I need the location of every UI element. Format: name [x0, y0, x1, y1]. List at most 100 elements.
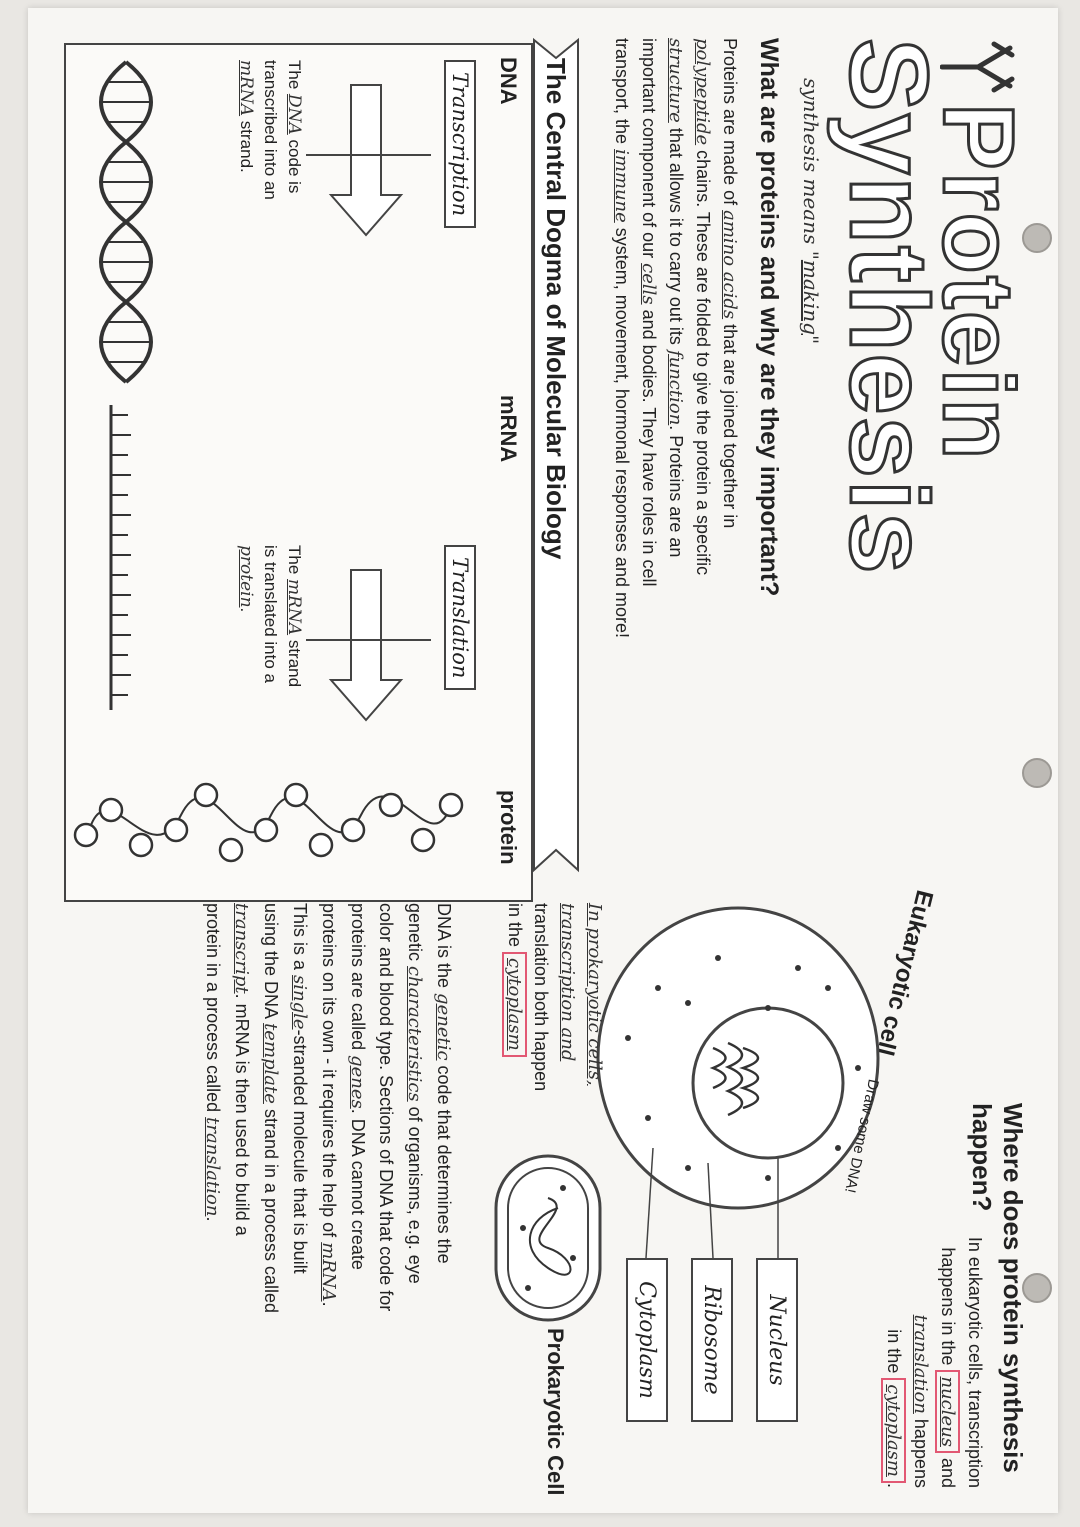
text-line: DNA is the genetic code that determines …	[429, 903, 458, 1483]
punch-hole	[1022, 758, 1052, 788]
text-line: protein in a process called translation.	[198, 903, 227, 1483]
q1-line: important component of our cells and bod…	[635, 38, 662, 858]
cytoplasm-label: Cytoplasm	[626, 1258, 668, 1422]
fill-blank: transcript	[231, 903, 252, 994]
fill-blank: function	[665, 349, 686, 426]
text-line: genetic characteristics of organisms, e.…	[400, 903, 429, 1483]
fill-blank: genetic	[433, 993, 454, 1061]
fill-blank: mRNA	[236, 60, 256, 117]
text-segment: using the DNA	[261, 903, 281, 1024]
text-segment: The	[285, 545, 304, 580]
fill-blank: mRNA	[318, 1242, 339, 1302]
q1-heading: What are proteins and why are they impor…	[755, 38, 783, 597]
mrna-label: mRNA	[496, 395, 521, 463]
text-segment: In eukaryotic cells, transcription	[965, 1236, 985, 1488]
text-segment: This is a	[290, 903, 310, 976]
fill-blank: mRNA	[284, 579, 304, 636]
text-segment: genetic	[405, 903, 425, 967]
mrna-strand-icon	[109, 405, 131, 710]
banner-shape	[533, 37, 579, 873]
q1-line: transport, the immune system, movement, …	[608, 38, 635, 858]
transcription-box: Transcription	[444, 60, 476, 229]
prokaryotic-label: Prokaryotic Cell	[543, 1328, 568, 1496]
fill-blank: cytoplasm	[881, 1378, 906, 1483]
text-segment: .	[884, 1482, 904, 1488]
fill-blank: immune	[611, 149, 632, 223]
text-segment: color and blood type. Sections of DNA th…	[376, 903, 396, 1312]
fill-blank: translation	[202, 1117, 223, 1217]
text-segment: protein in a process called	[203, 903, 223, 1118]
fill-blank: template	[260, 1023, 281, 1104]
text-segment: important component of our	[639, 38, 659, 264]
fill-blank: genes	[347, 1055, 368, 1109]
text-segment: is translated into a	[261, 545, 280, 683]
text-segment: chains. These are folded to give the pro…	[693, 145, 713, 576]
text-segment: of organisms, e.g. eye	[405, 1101, 425, 1284]
text-segment: code that determines the	[434, 1060, 454, 1264]
text-segment: and bodies. They have roles in cell	[639, 304, 659, 587]
text-segment: Proteins are made of	[720, 38, 740, 211]
text-segment: . mRNA is then used to build a	[232, 993, 252, 1236]
text-segment: proteins are called	[348, 903, 368, 1056]
ribosome-label: Ribosome	[691, 1258, 733, 1422]
nucleus-label: Nucleus	[756, 1258, 798, 1422]
text-segment: transcribed into an	[261, 60, 280, 200]
dna-paragraph: DNA is the genetic code that determines …	[198, 903, 458, 1483]
fill-blank: cytoplasm	[502, 952, 527, 1057]
text-line: transcript. mRNA is then used to build a	[227, 903, 256, 1483]
text-segment: strand.	[237, 116, 256, 173]
protein-chain-icon	[73, 782, 464, 863]
protein-label: protein	[496, 790, 521, 865]
text-segment: that allows it to carry out its	[666, 122, 686, 350]
text-line: In prokaryotic cells,	[581, 903, 608, 1143]
text-line: happens in the nucleus and	[934, 1198, 961, 1488]
fill-blank: characteristics	[404, 966, 425, 1102]
antibody-icon	[940, 41, 1015, 93]
synthesis-note: synthesis means "making"	[799, 78, 823, 345]
fill-blank: amino acids	[719, 210, 740, 320]
text-line: This is a single-stranded molecule that …	[285, 903, 314, 1483]
q1-line: polypeptide chains. These are folded to …	[689, 38, 716, 858]
dna-label: DNA	[496, 57, 521, 105]
text-segment: .	[237, 607, 256, 613]
translation-box: Translation	[444, 545, 476, 691]
text-segment: strand	[285, 635, 304, 688]
fill-blank: structure	[665, 38, 686, 123]
text-segment: in the	[505, 903, 525, 953]
text-line: using the DNA template strand in a proce…	[256, 903, 285, 1483]
text-segment: .	[319, 1301, 339, 1307]
q1-line: structure that allows it to carry out it…	[662, 38, 689, 858]
text-segment: translation both happen	[531, 903, 551, 1092]
text-line: in the cytoplasm	[501, 903, 528, 1143]
text-segment: .	[203, 1216, 223, 1222]
text-line: The DNA code is	[282, 60, 306, 340]
text-segment: DNA is the	[434, 903, 454, 994]
dogma-arrows	[306, 84, 431, 722]
text-line: translation both happen	[528, 903, 554, 1143]
fill-blank: cells	[638, 263, 659, 305]
fill-blank: DNA	[284, 94, 304, 135]
dna-helix-icon	[99, 60, 153, 384]
text-line: proteins on its own - it requires the he…	[314, 903, 343, 1483]
text-line: In eukaryotic cells, transcription	[961, 1198, 988, 1488]
prokaryotic-cell-diagram	[494, 1154, 602, 1322]
text-line: color and blood type. Sections of DNA th…	[372, 903, 400, 1483]
text-segment: -stranded molecule that is built	[290, 1029, 310, 1274]
text-segment: . Proteins are an	[666, 425, 686, 558]
q1-line: Proteins are made of amino acids that ar…	[716, 38, 743, 858]
fill-blank: nucleus	[935, 1370, 960, 1453]
fill-blank: polypeptide	[692, 38, 713, 146]
dogma-panel: DNA mRNA protein Transcription Translati…	[64, 43, 533, 902]
title-line2: Synthesis	[826, 37, 952, 578]
text-segment: strand in a process called	[261, 1103, 281, 1314]
rotated-sheet: Protein Synthesis synthesis means "makin…	[28, 8, 1052, 1508]
text-line: proteins are called genes. DNA cannot cr…	[343, 903, 372, 1483]
dogma-heading: The Central Dogma of Molecular Biology	[541, 58, 572, 560]
fill-blank: protein	[236, 545, 256, 608]
text-segment: system, movement, hormonal responses and…	[612, 222, 632, 638]
text-line: mRNA strand.	[234, 60, 258, 340]
text-segment: happens	[911, 1413, 931, 1488]
text-segment: that are joined together in	[720, 319, 740, 529]
q1-paragraph: Proteins are made of amino acids that ar…	[608, 38, 743, 858]
